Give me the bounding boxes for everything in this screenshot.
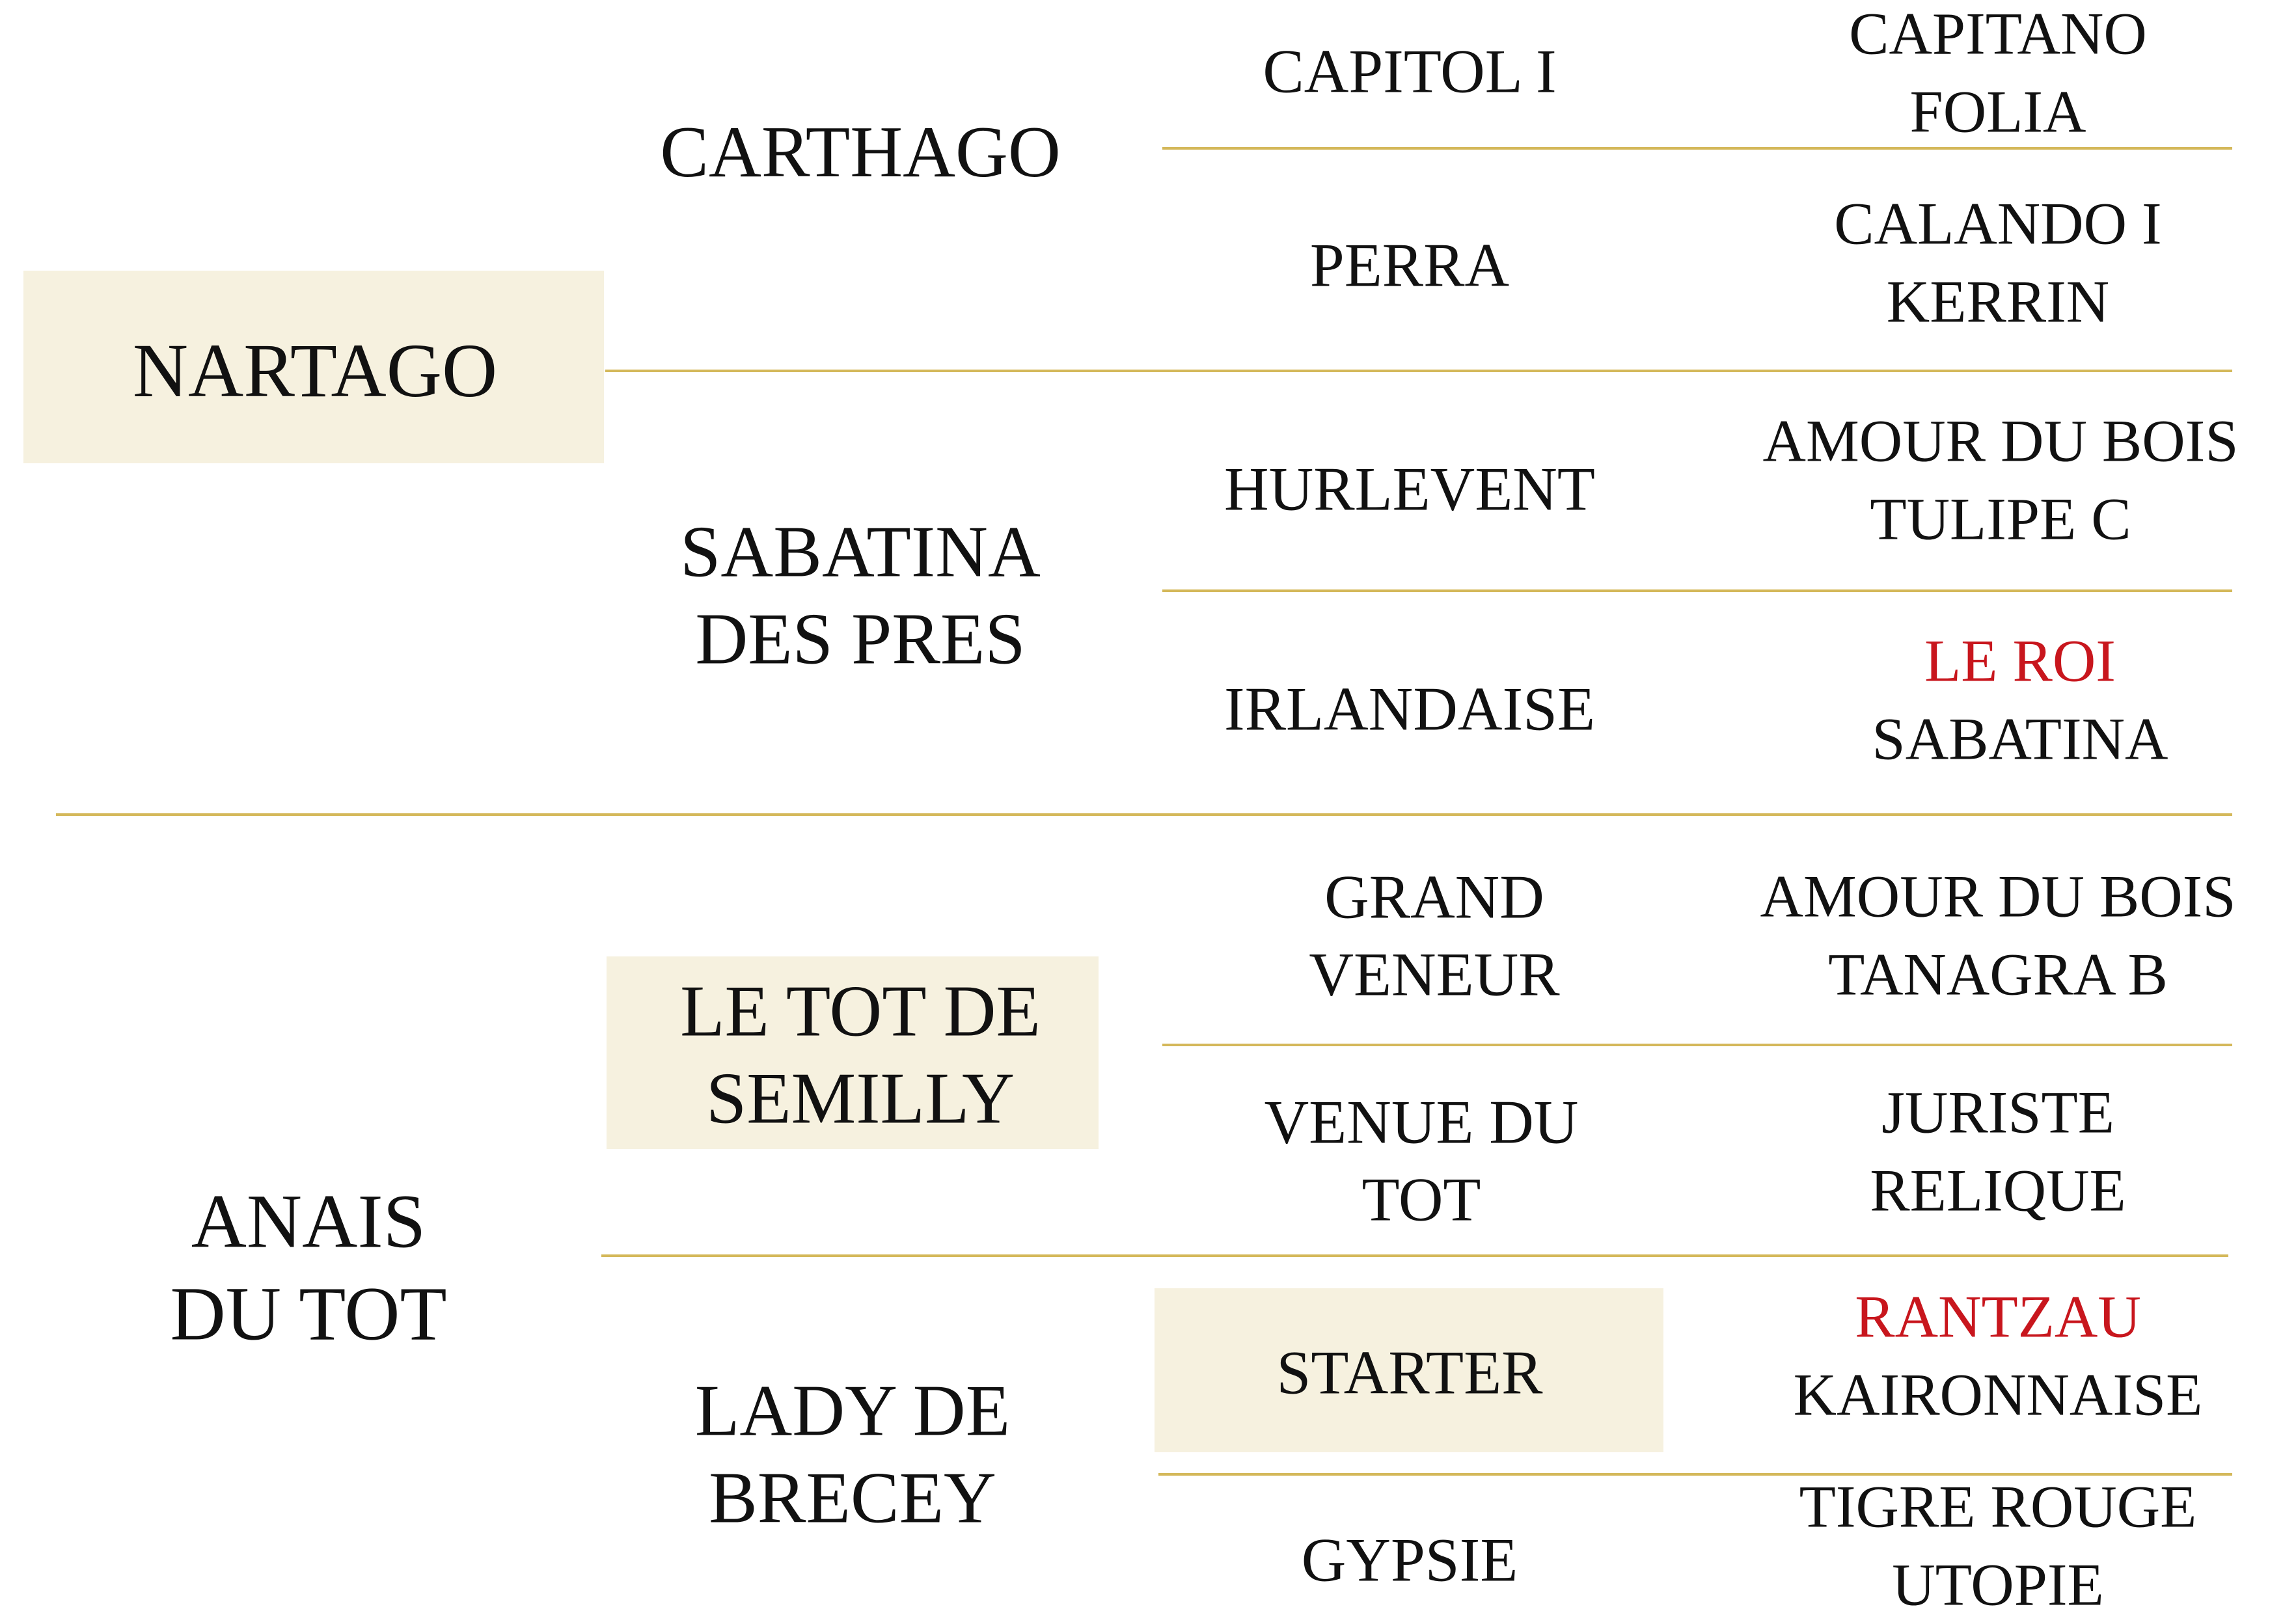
highlight-nartago [23, 271, 604, 463]
horse-hurlevent-name: HURLEVENT [1224, 454, 1595, 524]
horse-relique: RELIQUE [1870, 1157, 2126, 1223]
horse-perra: PERRA [1309, 230, 1510, 300]
horse-lady-line2: BRECEY [709, 1458, 996, 1539]
rule-lady-split [1158, 1473, 2232, 1476]
horse-folia: FOLIA [1909, 78, 2086, 144]
horse-dam: ANAIS DU TOT [170, 1175, 446, 1359]
parents-capitol-i: CAPITANO FOLIA [1849, 0, 2147, 151]
horse-irlandaise: IRLANDAISE [1224, 674, 1595, 744]
rule-anais [601, 1254, 2228, 1257]
horse-grand-veneur: GRAND VENEUR [1309, 858, 1559, 1013]
horse-grand-veneur-line2: VENEUR [1309, 940, 1560, 1008]
rule-sabatina-split [1162, 589, 2232, 592]
parents-venue-du-tot: JURISTE RELIQUE [1870, 1074, 2126, 1229]
horse-le-roi: LE ROI [1924, 627, 2116, 694]
horse-capitano: CAPITANO [1849, 0, 2147, 67]
horse-capitol-i-name: CAPITOL I [1263, 36, 1557, 106]
horse-hurlevent: HURLEVENT [1224, 454, 1595, 524]
horse-sire-name: NARTAGO [132, 328, 498, 413]
rule-le-tot-split [1162, 1044, 2232, 1046]
horse-lady-line1: LADY DE [694, 1370, 1011, 1452]
horse-tulipe-c: TULIPE C [1870, 485, 2131, 552]
horse-venue-du-tot: VENUE DU TOT [1265, 1083, 1579, 1238]
horse-sabatina: SABATINA [1872, 705, 2168, 772]
horse-kaironnaise: KAIRONNAISE [1793, 1361, 2203, 1428]
horse-irlandaise-name: IRLANDAISE [1224, 674, 1595, 744]
horse-rantzau: RANTZAU [1855, 1283, 2141, 1350]
highlight-le-tot-de-semilly [607, 956, 1099, 1149]
horse-le-tot-de-semilly: LE TOT DE SEMILLY [680, 968, 1041, 1143]
horse-starter-name: STARTER [1276, 1338, 1543, 1407]
horse-amour-du-bois: AMOUR DU BOIS [1762, 407, 2239, 474]
parents-irlandaise: LE ROI SABATINA [1872, 622, 2168, 778]
horse-starter: STARTER [1277, 1342, 1543, 1404]
horse-capitol-i: CAPITOL I [1263, 36, 1557, 106]
parents-perra: CALANDO I KERRIN [1834, 185, 2161, 340]
parents-starter: RANTZAU KAIRONNAISE [1794, 1278, 2203, 1433]
horse-venue-du-tot-line1: VENUE DU [1264, 1087, 1579, 1157]
parents-grand-veneur: AMOUR DU BOIS TANAGRA B [1760, 858, 2236, 1013]
horse-dam-line2: DU TOT [170, 1271, 447, 1356]
horse-carthago: CARTHAGO [660, 116, 1061, 189]
rule-nartago [605, 370, 2232, 372]
horse-sabatina-line1: SABATINA [680, 511, 1041, 593]
horse-gypsie: GYPSIE [1301, 1525, 1518, 1595]
horse-venue-du-tot-line2: TOT [1361, 1165, 1481, 1234]
horse-sire: NARTAGO [133, 332, 497, 409]
rule-carthago-split [1162, 147, 2232, 150]
horse-tigre-rouge: TIGRE ROUGE [1799, 1473, 2197, 1540]
parents-gypsie: TIGRE ROUGE UTOPIE [1799, 1468, 2197, 1623]
horse-juriste: JURISTE [1881, 1079, 2114, 1146]
horse-perra-name: PERRA [1309, 230, 1510, 300]
horse-grand-veneur-line1: GRAND [1324, 862, 1544, 932]
horse-utopie: UTOPIE [1892, 1551, 2104, 1617]
parents-hurlevent: AMOUR DU BOIS TULIPE C [1763, 402, 2239, 558]
horse-gypsie-name: GYPSIE [1301, 1525, 1518, 1595]
horse-amour-du-bois-2: AMOUR DU BOIS [1760, 863, 2236, 930]
horse-sabatina-line2: DES PRES [695, 599, 1026, 680]
highlight-starter [1155, 1288, 1663, 1452]
horse-dam-line1: ANAIS [191, 1178, 426, 1264]
rule-sire-dam-divider [56, 813, 2232, 816]
horse-tanagra-b: TANAGRA B [1828, 941, 2168, 1007]
horse-le-tot-line1: LE TOT DE [680, 971, 1041, 1052]
horse-lady-de-brecey: LADY DE BRECEY [695, 1368, 1010, 1543]
horse-calando-i: CALANDO I [1834, 190, 2162, 257]
horse-carthago-name: CARTHAGO [660, 112, 1061, 193]
horse-sabatina-des-pres: SABATINA DES PRES [680, 509, 1041, 684]
horse-kerrin: KERRIN [1886, 268, 2110, 334]
horse-le-tot-line2: SEMILLY [705, 1059, 1015, 1139]
